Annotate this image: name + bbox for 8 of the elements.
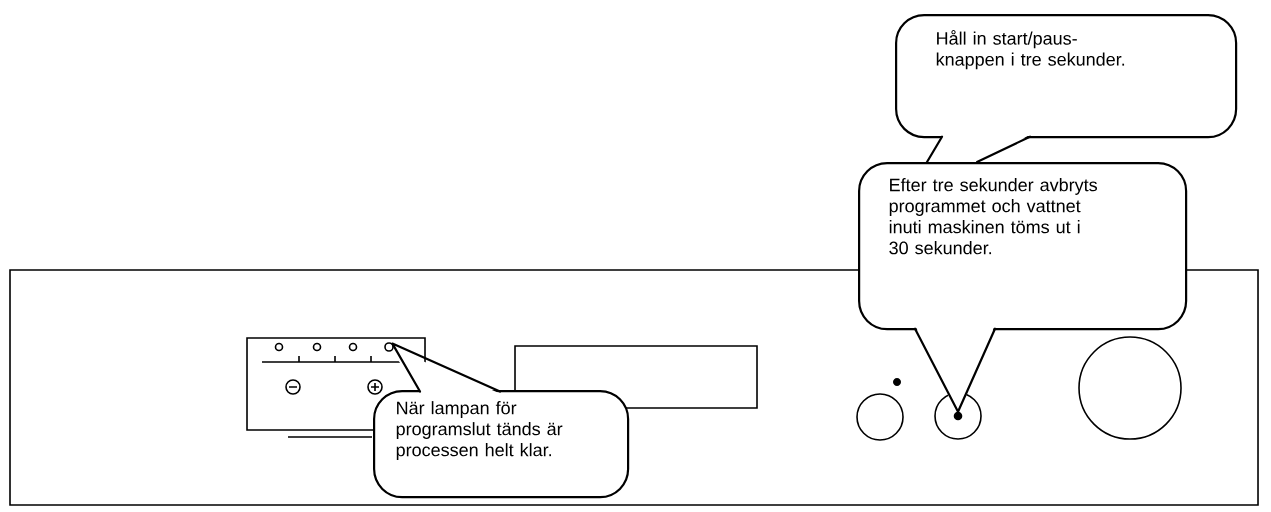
callout-tail [391, 342, 502, 393]
callout-bubble: Håll in start/paus- knappen i tre sekunder. [895, 14, 1238, 164]
node-label: När lampan för programslut tänds är processen helt klar. [396, 401, 563, 460]
callout-tail [913, 327, 997, 413]
indicator-lamp [384, 342, 394, 352]
callout-bubble: Efter tre sekunder avbryts programmet och vattnet inuti maskinen töms ut i 30 sekunder. [858, 162, 1188, 416]
callout-bubble: När lampan för programslut tänds är processen helt klar. [373, 347, 630, 499]
callout-tail [925, 135, 1032, 164]
